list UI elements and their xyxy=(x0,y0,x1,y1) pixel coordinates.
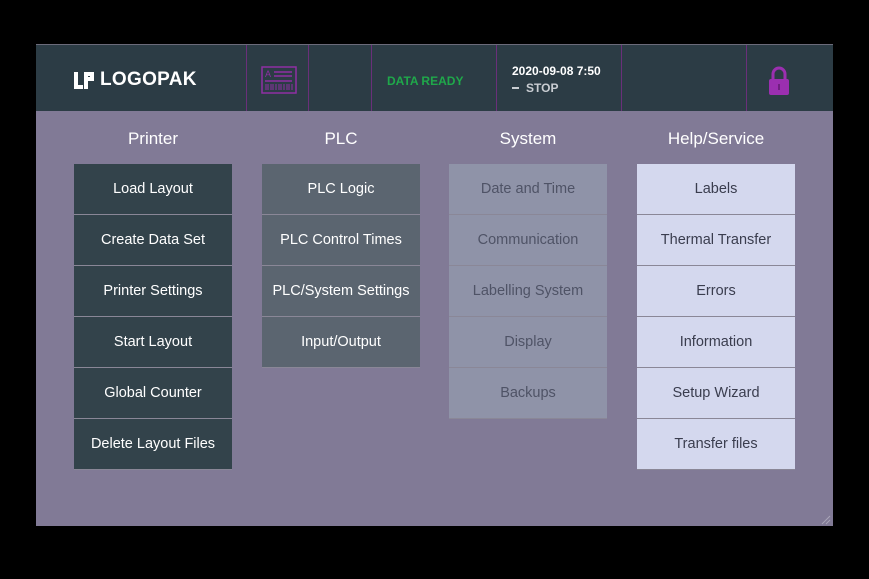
errors-button[interactable]: Errors xyxy=(637,266,795,317)
logo-mark-icon xyxy=(74,71,94,89)
datetime: 2020-09-08 7:50 xyxy=(512,64,601,78)
plc-logic-button[interactable]: PLC Logic xyxy=(262,164,420,215)
run-state-label: STOP xyxy=(526,81,559,95)
labelling-system-button[interactable]: Labelling System xyxy=(449,266,607,317)
resize-grip-icon[interactable] xyxy=(819,512,831,525)
header-divider xyxy=(246,45,247,111)
system-column-title: System xyxy=(499,129,557,148)
delete-layout-files-button[interactable]: Delete Layout Files xyxy=(74,419,232,470)
setup-wizard-button[interactable]: Setup Wizard xyxy=(637,368,795,419)
backups-button[interactable]: Backups xyxy=(449,368,607,419)
run-state: STOP xyxy=(512,81,558,95)
header-divider xyxy=(621,45,622,111)
logo-text: LOGOPAK xyxy=(100,69,197,90)
plc-system-settings-button[interactable]: PLC/System Settings xyxy=(262,266,420,317)
labels-button[interactable]: Labels xyxy=(637,164,795,215)
lock-icon[interactable] xyxy=(767,65,791,97)
global-counter-button[interactable]: Global Counter xyxy=(74,368,232,419)
header-divider xyxy=(746,45,747,111)
header-bar: LOGOPAK A xyxy=(36,44,833,111)
id-card-icon[interactable]: A xyxy=(261,66,297,94)
date-and-time-button[interactable]: Date and Time xyxy=(449,164,607,215)
start-layout-button[interactable]: Start Layout xyxy=(74,317,232,368)
plc-column-title: PLC xyxy=(324,129,358,148)
header-divider xyxy=(308,45,309,111)
header-divider xyxy=(496,45,497,111)
information-button[interactable]: Information xyxy=(637,317,795,368)
stop-dash-icon xyxy=(512,87,519,89)
logo: LOGOPAK xyxy=(74,69,197,91)
plc-control-times-button[interactable]: PLC Control Times xyxy=(262,215,420,266)
header-divider xyxy=(371,45,372,111)
transfer-files-button[interactable]: Transfer files xyxy=(637,419,795,470)
printer-column-title: Printer xyxy=(127,129,179,148)
display-button[interactable]: Display xyxy=(449,317,607,368)
system-menu: Date and Time Communication Labelling Sy… xyxy=(449,164,607,419)
help-column-title: Help/Service xyxy=(667,129,765,148)
status-text: DATA READY xyxy=(387,74,464,88)
communication-button[interactable]: Communication xyxy=(449,215,607,266)
input-output-button[interactable]: Input/Output xyxy=(262,317,420,368)
app-window: LOGOPAK A xyxy=(36,44,833,526)
svg-text:A: A xyxy=(265,69,271,79)
printer-settings-button[interactable]: Printer Settings xyxy=(74,266,232,317)
create-data-set-button[interactable]: Create Data Set xyxy=(74,215,232,266)
load-layout-button[interactable]: Load Layout xyxy=(74,164,232,215)
printer-menu: Load Layout Create Data Set Printer Sett… xyxy=(74,164,232,470)
plc-menu: PLC Logic PLC Control Times PLC/System S… xyxy=(262,164,420,368)
thermal-transfer-button[interactable]: Thermal Transfer xyxy=(637,215,795,266)
help-menu: Labels Thermal Transfer Errors Informati… xyxy=(637,164,795,470)
